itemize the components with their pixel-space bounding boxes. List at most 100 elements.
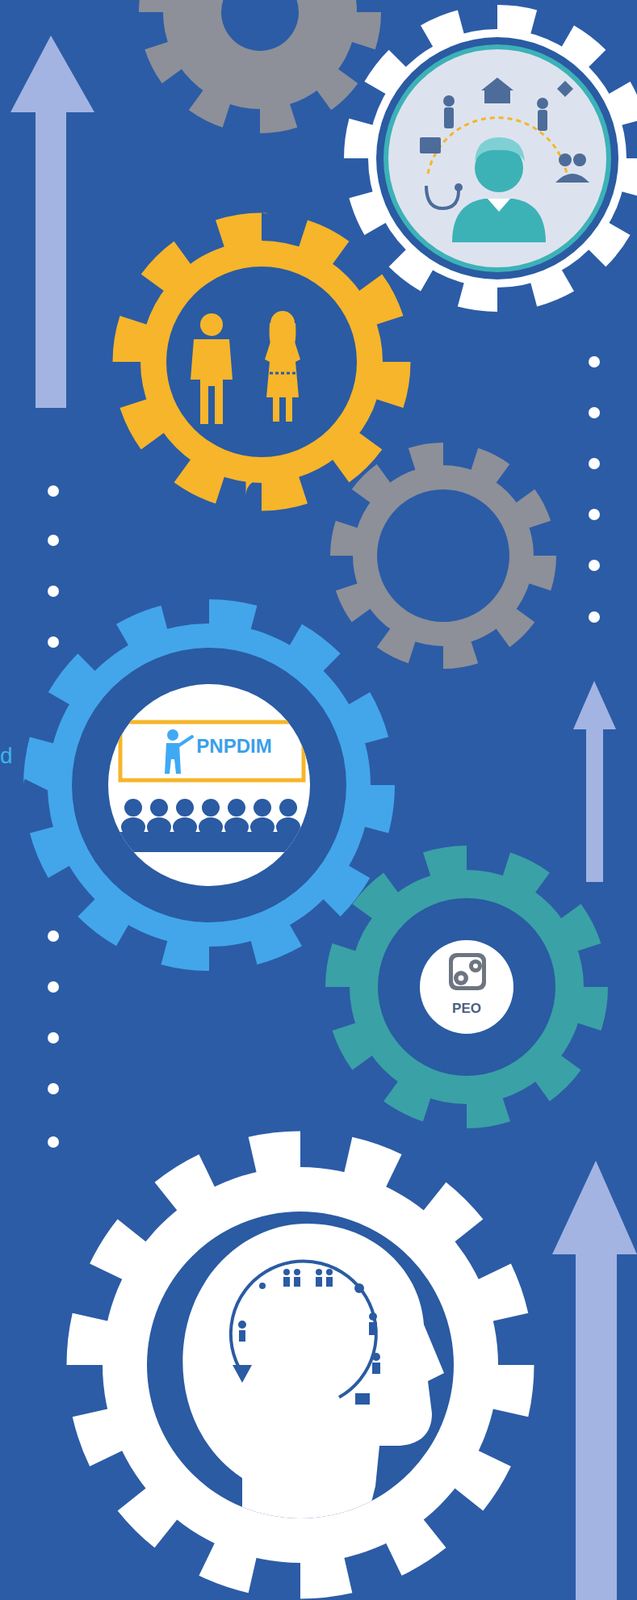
dot <box>47 980 59 993</box>
person-icon <box>443 95 455 107</box>
icon <box>368 1321 378 1335</box>
head <box>200 313 223 336</box>
person-icon <box>444 107 454 129</box>
woman-figure <box>264 310 301 422</box>
audience-body <box>172 817 197 837</box>
icon-gear <box>469 959 482 973</box>
audience <box>96 798 323 852</box>
gear-center <box>146 1211 454 1518</box>
icon <box>368 1311 378 1321</box>
gear-body <box>102 1166 499 1563</box>
presenter-body <box>164 742 181 774</box>
gear-body <box>163 0 357 109</box>
icon <box>326 1268 333 1275</box>
icon-inner <box>452 956 482 986</box>
pnpdim-gear: PNPDIM <box>23 599 395 971</box>
icon <box>315 1276 323 1287</box>
dot <box>47 636 59 648</box>
gear-ring <box>383 44 612 273</box>
icon <box>355 1392 370 1404</box>
dot <box>47 1135 59 1148</box>
gear-teeth <box>343 455 544 656</box>
gear-teeth <box>357 18 637 298</box>
stethoscope-icon <box>454 183 463 192</box>
dot <box>47 534 59 546</box>
dress-pattern <box>269 372 296 375</box>
gear-teeth <box>86 1150 515 1579</box>
icon <box>315 1268 323 1275</box>
peo-icon <box>448 952 487 990</box>
gear-body <box>352 465 534 646</box>
dotted-line <box>47 356 600 1148</box>
gear-outline <box>23 599 395 971</box>
gear-hole <box>377 489 510 622</box>
up-arrow <box>10 35 95 408</box>
icon <box>372 1352 381 1361</box>
presenter-head <box>167 729 179 741</box>
gear-teeth <box>37 612 382 957</box>
icon-gear-hole <box>473 963 478 969</box>
life-icons <box>238 1268 381 1404</box>
hair <box>269 322 297 349</box>
care-icons <box>419 77 590 209</box>
icon <box>238 1329 246 1342</box>
cycle-arrow-head <box>232 1364 252 1383</box>
dot <box>47 930 59 942</box>
classroom-illustration <box>96 721 323 852</box>
family-icon <box>558 153 572 167</box>
board <box>120 721 304 780</box>
body <box>190 339 233 424</box>
dress <box>264 339 301 398</box>
audience-body <box>198 817 223 837</box>
white-gear <box>86 1150 515 1579</box>
gray-gear <box>152 0 368 120</box>
icon-gear <box>453 970 469 985</box>
gear-center <box>388 49 607 268</box>
node-text: PEO <box>426 999 508 1017</box>
house-icon <box>481 77 514 104</box>
audience-head <box>227 798 246 817</box>
gear-hole <box>221 0 299 51</box>
gear-center <box>419 939 514 1034</box>
dot <box>588 508 600 520</box>
audience-head <box>253 798 272 817</box>
node-text: PNPDIM <box>185 734 283 758</box>
gear-ring <box>377 897 556 1076</box>
presenter-arm <box>177 736 193 746</box>
kite-icon <box>557 80 574 97</box>
peo-gear: PEO <box>325 845 608 1128</box>
hair <box>474 137 525 162</box>
family-icon <box>555 173 590 183</box>
care-arc <box>427 117 567 174</box>
leg <box>285 397 293 422</box>
man-figure <box>190 313 233 424</box>
person-icon <box>536 97 549 109</box>
leg <box>272 397 280 422</box>
book-icon <box>419 137 441 154</box>
stethoscope-icon <box>426 185 459 209</box>
side-label: d <box>0 742 13 769</box>
icon <box>238 1320 247 1329</box>
audience-band <box>96 831 323 852</box>
dot <box>47 585 59 597</box>
icon <box>283 1268 290 1275</box>
head-silhouette <box>182 1223 445 1534</box>
icon <box>372 1362 381 1374</box>
head <box>270 310 295 336</box>
audience-body <box>146 817 172 837</box>
gear-teeth <box>152 0 368 120</box>
cycle-arrow <box>230 1261 377 1397</box>
person-bust <box>452 137 546 243</box>
gear-body <box>140 240 383 483</box>
gear-ring <box>376 37 619 280</box>
gear-body <box>368 29 627 288</box>
icon <box>293 1268 301 1275</box>
gear-center <box>166 266 357 457</box>
icon <box>354 1282 365 1293</box>
icon <box>326 1276 333 1287</box>
dot <box>588 406 600 419</box>
shoulders <box>452 198 546 243</box>
dot <box>47 1082 59 1094</box>
